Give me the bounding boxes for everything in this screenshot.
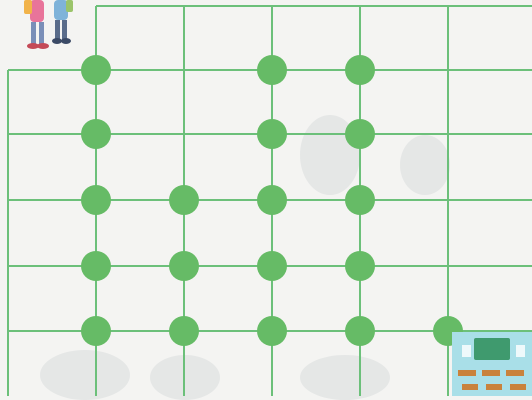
path-dot[interactable] [345, 185, 375, 215]
path-dot[interactable] [345, 316, 375, 346]
path-dot[interactable] [81, 55, 111, 85]
path-dot[interactable] [81, 119, 111, 149]
path-dot[interactable] [257, 185, 287, 215]
path-dot[interactable] [81, 316, 111, 346]
path-dot[interactable] [81, 185, 111, 215]
path-dot[interactable] [257, 119, 287, 149]
path-dot[interactable] [169, 251, 199, 281]
classroom-icon [452, 332, 532, 396]
path-dot[interactable] [257, 251, 287, 281]
path-dot[interactable] [345, 251, 375, 281]
path-dot[interactable] [257, 316, 287, 346]
path-dot[interactable] [257, 55, 287, 85]
path-dot[interactable] [345, 55, 375, 85]
path-dot[interactable] [81, 251, 111, 281]
path-dot[interactable] [169, 185, 199, 215]
children-icon [24, 0, 73, 49]
path-dot[interactable] [345, 119, 375, 149]
path-dot[interactable] [169, 316, 199, 346]
